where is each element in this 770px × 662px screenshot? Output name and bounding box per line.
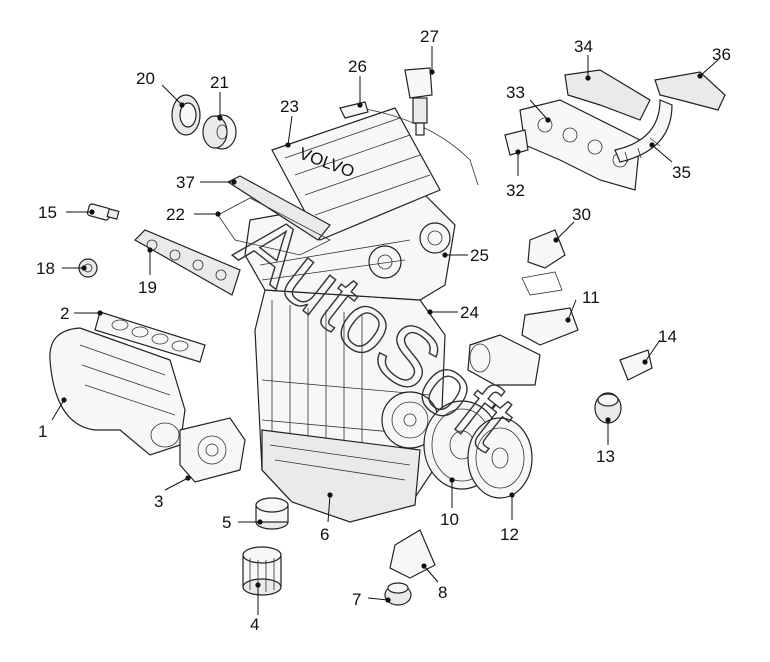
callout-23: 23: [280, 97, 299, 116]
exhaust-gasket-32: [504, 129, 529, 156]
ignition-coil: [404, 67, 433, 136]
callout-35: 35: [672, 163, 691, 182]
callout-20: 20: [136, 69, 155, 88]
callout-25: 25: [470, 246, 489, 265]
camshaft-pulley-21: [202, 114, 237, 150]
callout-labels: 1 2 3 4 5 6 7 8 10 11 12 13 14 15 18 19 …: [36, 27, 731, 634]
callout-30: 30: [572, 205, 591, 224]
intake-manifold: [49, 327, 186, 456]
callout-13: 13: [596, 447, 615, 466]
callout-32: 32: [506, 181, 525, 200]
valve-cover-gasket: [217, 175, 331, 256]
callout-6: 6: [320, 525, 329, 544]
callout-2: 2: [60, 304, 69, 323]
callout-12: 12: [500, 525, 519, 544]
callout-33: 33: [506, 83, 525, 102]
callout-27: 27: [420, 27, 439, 46]
seal-20: [171, 94, 201, 136]
callout-5: 5: [222, 513, 231, 532]
callout-37: 37: [176, 173, 195, 192]
leader-dots: [61, 69, 703, 603]
callout-19: 19: [138, 278, 157, 297]
engine-block: [254, 289, 446, 523]
callout-24: 24: [460, 303, 479, 322]
callout-14: 14: [658, 327, 677, 346]
starter-motor: [467, 334, 541, 386]
thermostat-housing: [521, 307, 579, 346]
sensor-15: [86, 203, 120, 221]
throttle-body: [179, 417, 246, 483]
mount-7: [384, 582, 412, 606]
engine-mount-13: [594, 392, 622, 424]
callout-18: 18: [36, 259, 55, 278]
exhaust-pipe: [614, 99, 673, 163]
intake-manifold-gasket: [94, 311, 206, 363]
callout-3: 3: [154, 492, 163, 511]
callout-34: 34: [574, 37, 593, 56]
callout-8: 8: [438, 583, 447, 602]
clutch-disc: [467, 417, 533, 499]
bracket-14: [619, 349, 653, 381]
exhaust-heat-shield: [564, 69, 651, 121]
callout-7: 7: [352, 590, 361, 609]
callout-21: 21: [210, 73, 229, 92]
valve-cover: VOLVO: [271, 107, 441, 241]
oil-filter-housing: [242, 546, 282, 596]
pipe-heat-shield: [654, 71, 726, 111]
callout-11: 11: [582, 288, 600, 307]
callout-22: 22: [166, 205, 185, 224]
exhaust-manifold-gasket: [134, 229, 241, 296]
leader-lines: [51, 46, 719, 615]
oil-filter-insert: [255, 497, 289, 530]
callout-26: 26: [348, 57, 367, 76]
callout-15: 15: [38, 203, 57, 222]
callout-4: 4: [250, 615, 259, 634]
callout-10: 10: [440, 510, 459, 529]
callout-36: 36: [712, 45, 731, 64]
callout-1: 1: [38, 422, 47, 441]
